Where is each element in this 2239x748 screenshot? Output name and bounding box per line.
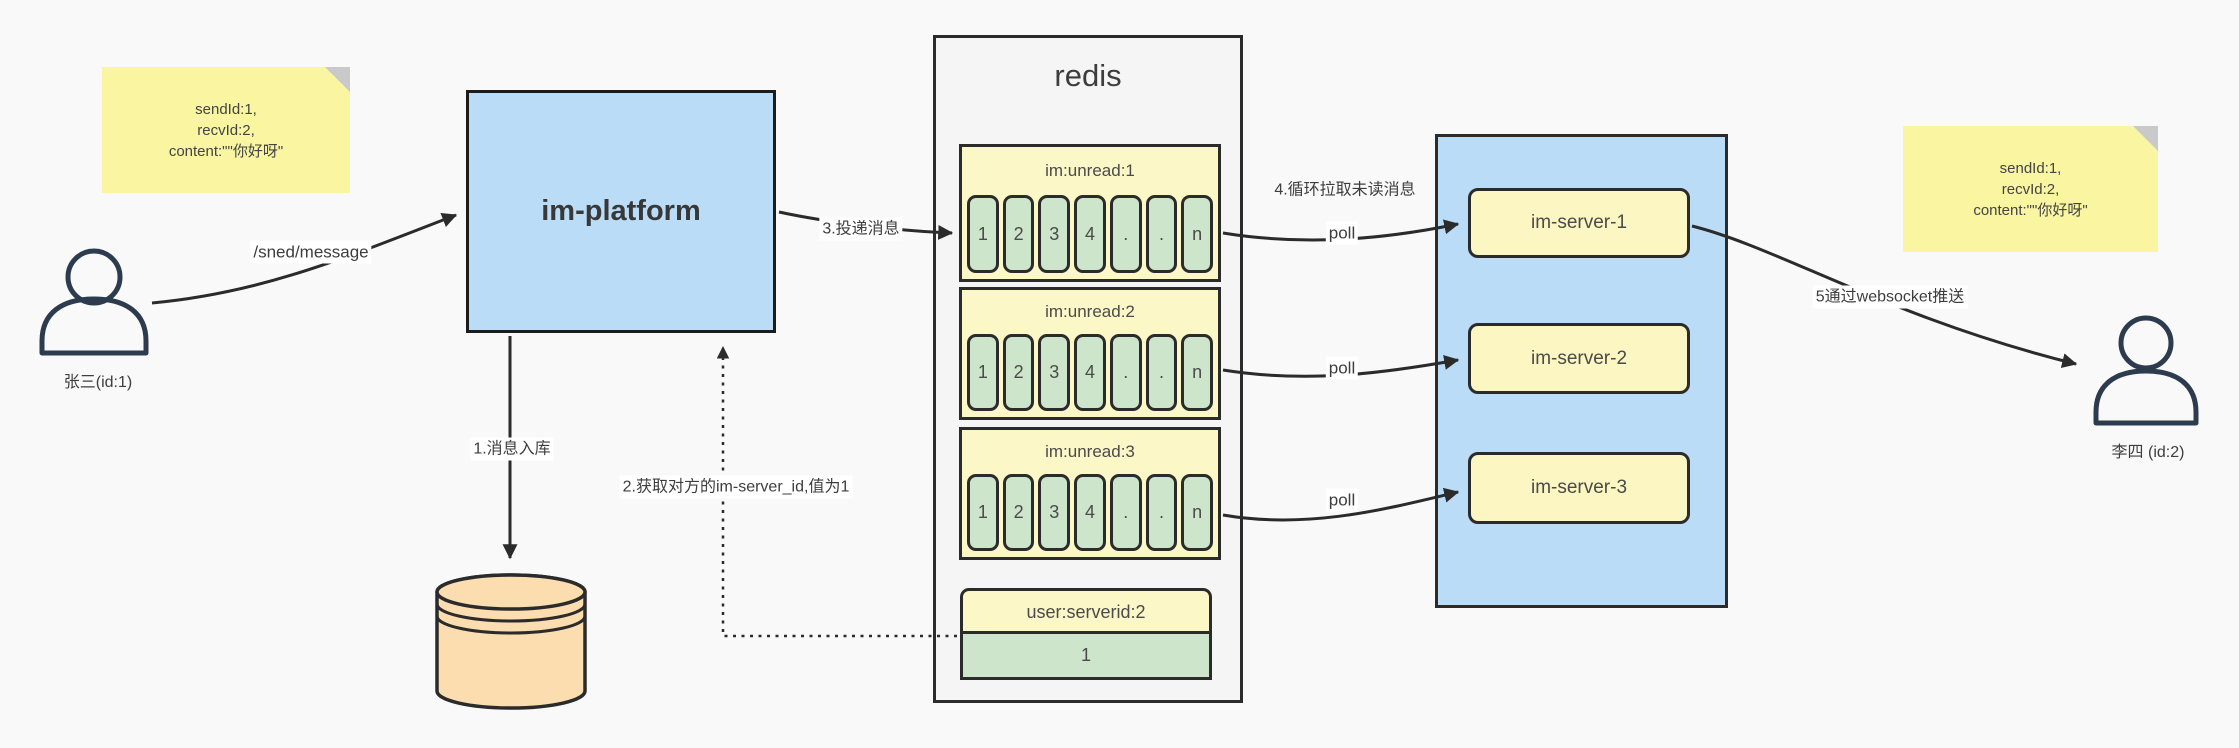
edge-label-step3: 3.投递消息: [819, 217, 903, 241]
edge-label-step4: 4.循环拉取未读消息: [1274, 181, 1416, 199]
note-line: content:""你好呀": [1973, 201, 2088, 219]
queue-cell: 2: [1002, 474, 1035, 551]
edge-label-poll-2: poll: [1325, 356, 1359, 380]
edge-label-step5: 5通过websocket推送: [1812, 285, 1968, 309]
im-server-1-box: im-server-1: [1468, 188, 1690, 258]
edge-label-poll-3: poll: [1325, 488, 1359, 512]
queue-cell: 3: [1038, 474, 1071, 551]
queue-cell: .: [1145, 474, 1178, 551]
queue-cell: 4: [1074, 195, 1106, 273]
queue-cell: n: [1181, 195, 1214, 273]
person-icon-receiver: [2093, 315, 2199, 426]
queue-cell: n: [1181, 474, 1214, 551]
queue-cell: .: [1109, 474, 1142, 551]
queue-cell: 3: [1038, 334, 1071, 411]
queue-cell: .: [1145, 334, 1178, 411]
queue-cells: 1 2 3 4 . . n: [962, 474, 1218, 557]
sticky-note-left: sendId:1, recvId:2, content:""你好呀": [102, 67, 350, 193]
redis-queue-unread-3: im:unread:3 1 2 3 4 . . n: [959, 427, 1221, 560]
queue-header: im:unread:1: [1045, 161, 1135, 180]
queue-cell: 4: [1074, 334, 1106, 411]
im-server-3-box: im-server-3: [1468, 452, 1690, 524]
sticky-note-right: sendId:1, recvId:2, content:""你好呀": [1903, 126, 2158, 252]
queue-cell: .: [1109, 334, 1142, 411]
queue-cell: .: [1145, 195, 1178, 273]
im-server-label: im-server-2: [1530, 347, 1628, 369]
note-fold-icon: [325, 67, 350, 92]
im-platform-box: im-platform: [466, 90, 776, 333]
note-line: sendId:1,: [1999, 159, 2062, 177]
kv-value: 1: [960, 634, 1212, 680]
im-platform-label: im-platform: [541, 195, 701, 227]
edge-label-step1: 1.消息入库: [470, 437, 554, 461]
sender-label: 张三(id:1): [63, 374, 133, 391]
note-line: recvId:2,: [2001, 180, 2060, 198]
queue-cell: n: [1181, 334, 1214, 411]
kv-header: user:serverid:2: [960, 588, 1212, 634]
note-fold-icon: [2133, 126, 2158, 151]
queue-cells: 1 2 3 4 . . n: [962, 334, 1218, 417]
queue-cell: 1: [967, 334, 999, 411]
queue-cell: 3: [1038, 195, 1071, 273]
queue-cells: 1 2 3 4 . . n: [962, 195, 1218, 279]
im-server-label: im-server-1: [1530, 212, 1628, 233]
queue-cell: 1: [967, 474, 999, 551]
queue-cell: 2: [1002, 334, 1035, 411]
edge-label-step2: 2.获取对方的im-server_id,值为1: [619, 475, 853, 499]
person-icon-sender: [39, 248, 149, 356]
queue-cell: 2: [1002, 195, 1035, 273]
queue-cell: .: [1109, 195, 1142, 273]
note-line: content:""你好呀": [168, 142, 284, 160]
mysql-database-icon: [435, 573, 587, 710]
redis-queue-unread-1: im:unread:1 1 2 3 4 . . n: [959, 144, 1221, 282]
redis-title: redis: [1054, 58, 1122, 93]
redis-queue-unread-2: im:unread:2 1 2 3 4 . . n: [959, 287, 1221, 420]
queue-header: im:unread:2: [1045, 302, 1135, 321]
redis-kv-user-serverid: user:serverid:2 1: [960, 588, 1212, 680]
queue-cell: 4: [1074, 474, 1106, 551]
receiver-label: 李四 (id:2): [2111, 444, 2185, 461]
im-server-2-box: im-server-2: [1468, 323, 1690, 394]
queue-header: im:unread:3: [1045, 442, 1135, 461]
edge-label-send-message: /sned/message: [250, 240, 372, 264]
queue-cell: 1: [967, 195, 999, 273]
note-line: recvId:2,: [197, 121, 255, 139]
note-line: sendId:1,: [195, 100, 257, 118]
im-server-label: im-server-3: [1530, 477, 1628, 498]
mysql-label: mysql: [487, 654, 535, 675]
edge-label-poll-1: poll: [1325, 221, 1359, 245]
